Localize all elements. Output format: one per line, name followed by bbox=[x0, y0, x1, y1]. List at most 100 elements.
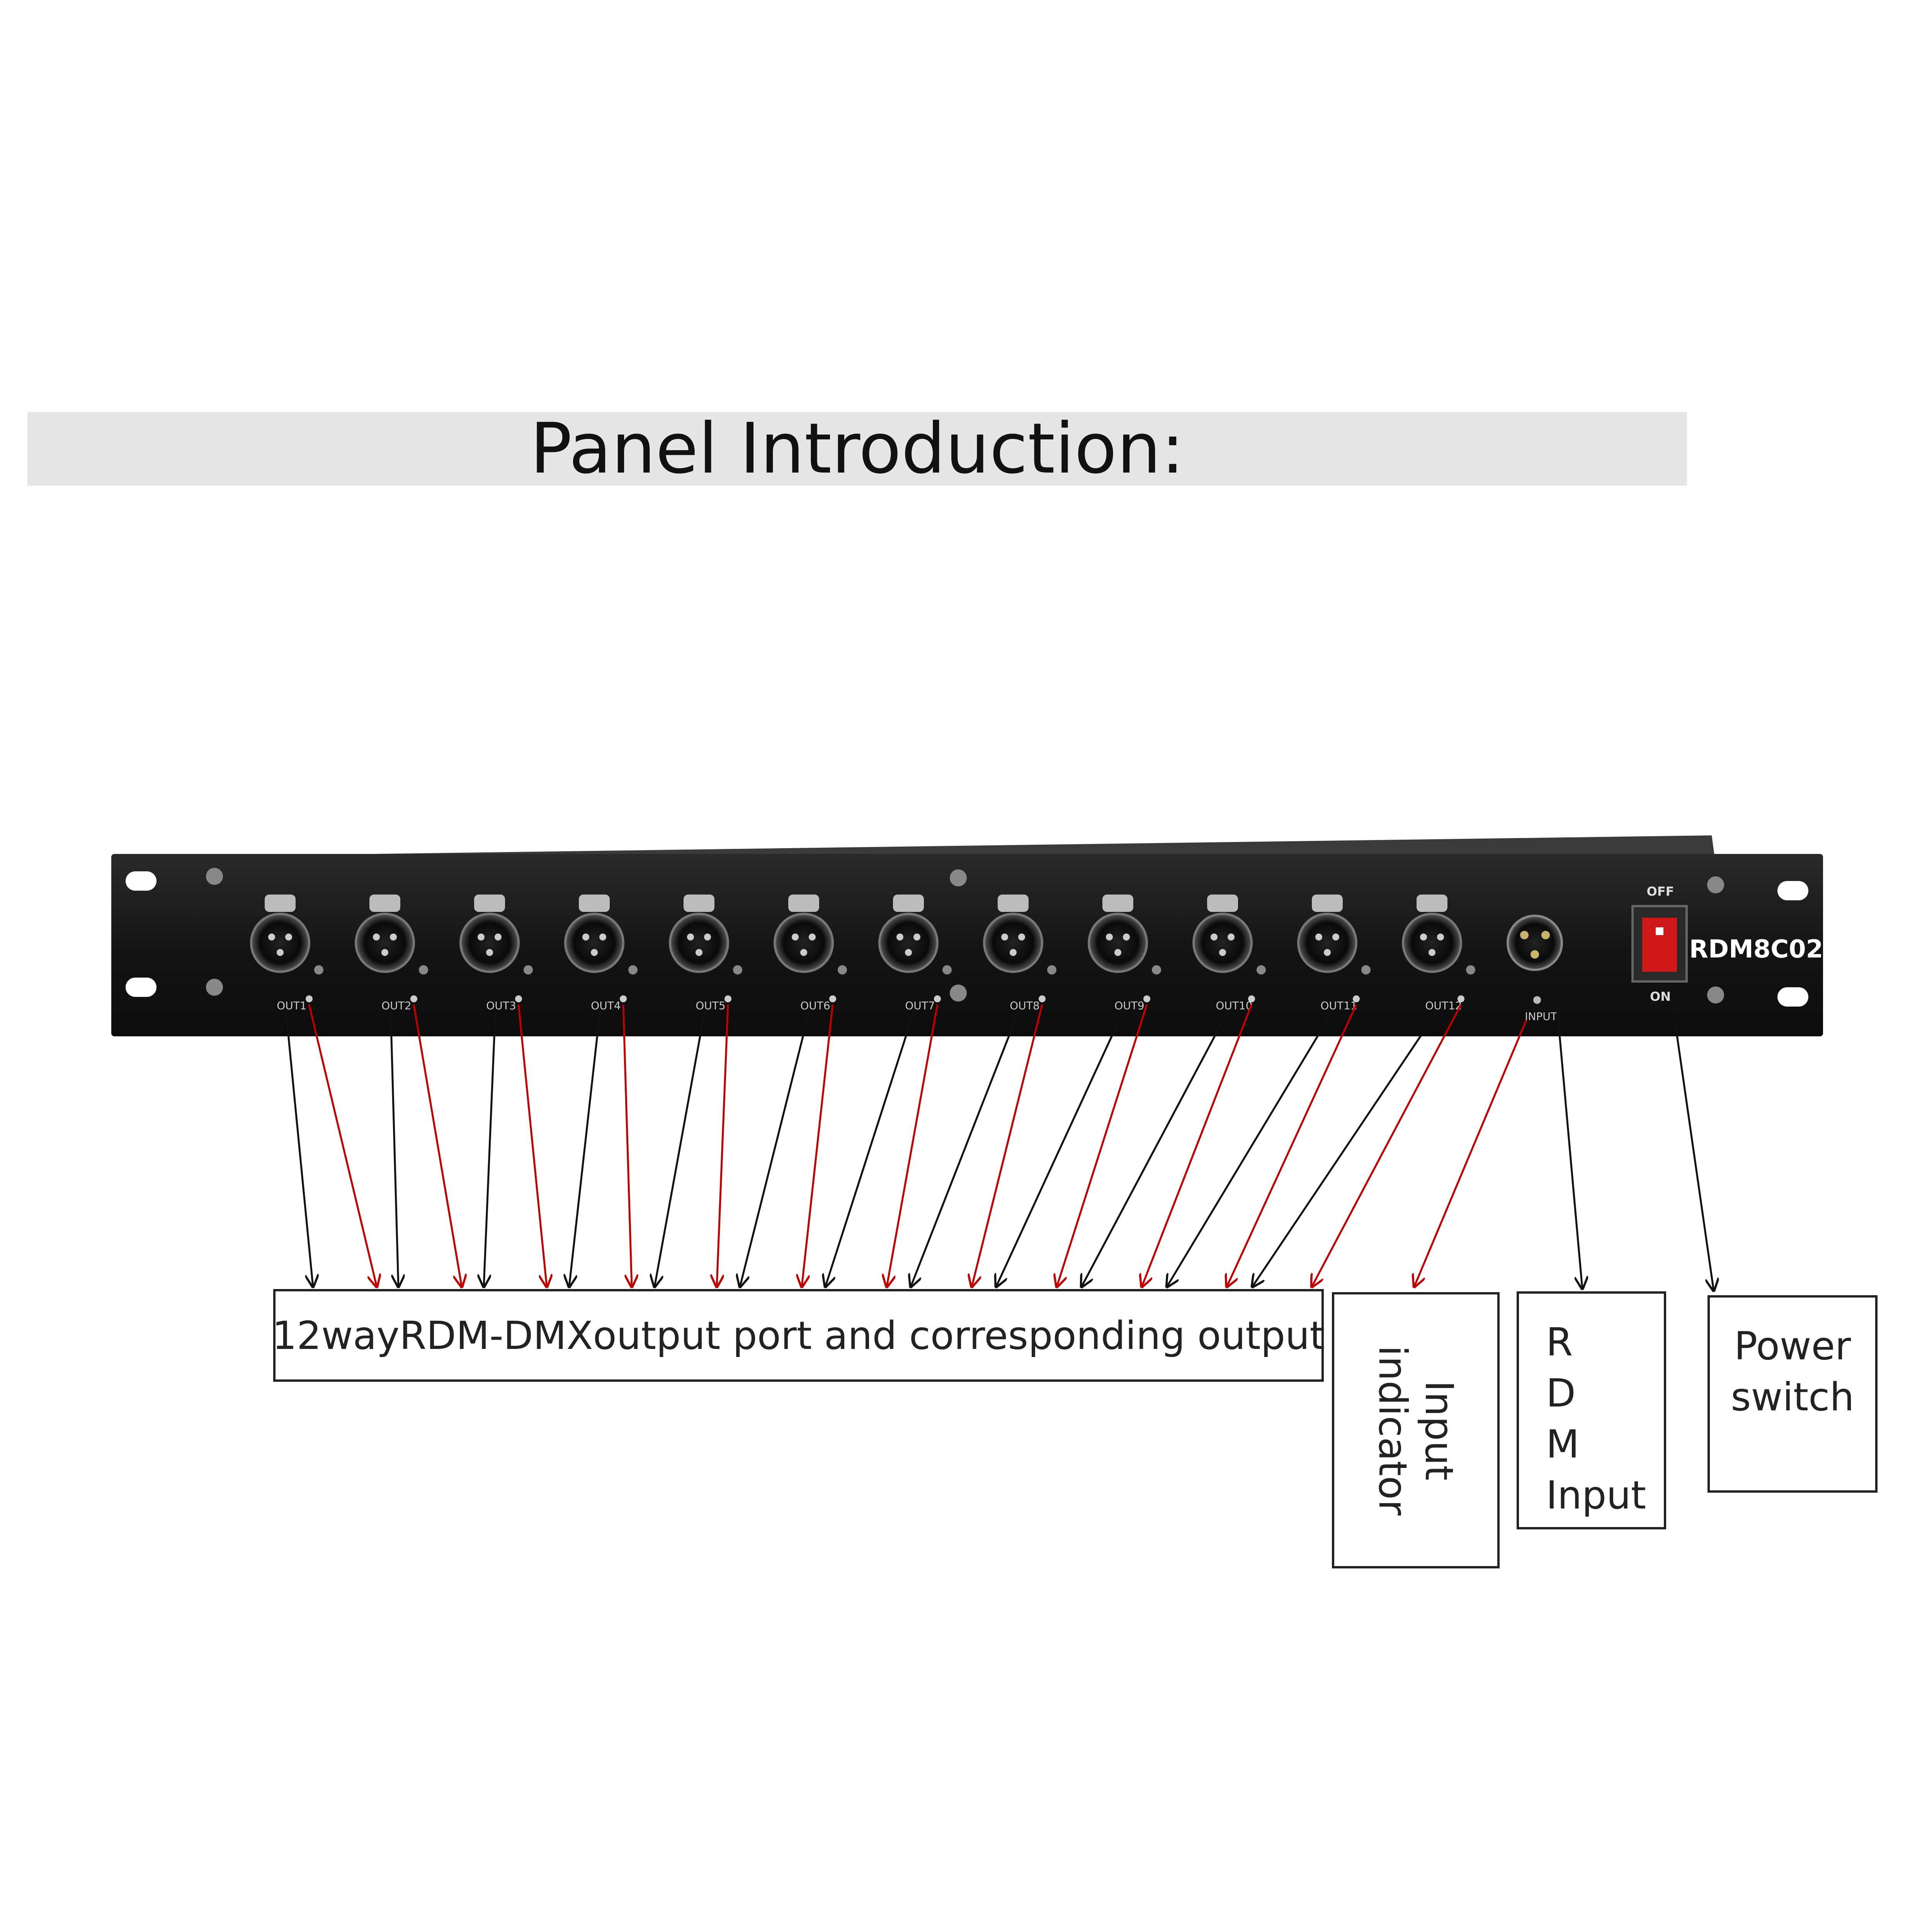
screw-icon bbox=[1047, 965, 1056, 975]
pin-hole-icon bbox=[1324, 949, 1331, 956]
callout-line: indicator bbox=[1370, 1345, 1415, 1515]
output-indicator-led bbox=[410, 995, 417, 1002]
outputs-callout-box: 12wayRDM-DMXoutput port and correspondin… bbox=[272, 1289, 1325, 1382]
power-switch-arrow bbox=[1672, 1008, 1714, 1291]
xlr-female-icon bbox=[983, 913, 1043, 973]
latch-icon bbox=[1207, 895, 1238, 912]
screw-icon bbox=[1466, 965, 1475, 975]
pin-hole-icon bbox=[792, 934, 799, 940]
xlr-female-icon bbox=[878, 913, 939, 973]
latch-icon bbox=[998, 895, 1029, 912]
screw-icon bbox=[950, 985, 967, 1002]
xlr-female-icon bbox=[1297, 913, 1357, 973]
output-indicator-led bbox=[934, 995, 941, 1002]
title-bar bbox=[27, 412, 1687, 486]
callout-arrows bbox=[285, 1004, 1714, 1291]
pin-icon bbox=[1520, 931, 1529, 939]
output-indicator-led bbox=[306, 995, 313, 1002]
pin-hole-icon bbox=[696, 949, 702, 956]
output-port-label: OUT8 bbox=[1010, 999, 1039, 1012]
pin-icon bbox=[1531, 950, 1539, 959]
pin-hole-icon bbox=[1010, 949, 1017, 956]
pin-hole-icon bbox=[809, 934, 816, 940]
output-port-label: OUT7 bbox=[905, 999, 935, 1012]
latch-icon bbox=[369, 895, 400, 912]
port-arrow bbox=[740, 1010, 811, 1287]
rack-slot-bottom-left bbox=[126, 978, 156, 997]
output-port: OUT4 bbox=[564, 895, 638, 1012]
indicator-arrow bbox=[802, 1004, 834, 1287]
rdm-input-callout-box: R D M Input bbox=[1517, 1291, 1666, 1529]
xlr-female-icon bbox=[774, 913, 834, 973]
output-port: OUT2 bbox=[355, 895, 428, 1012]
output-port: OUT7 bbox=[878, 895, 952, 1012]
pin-hole-icon bbox=[800, 949, 807, 956]
pin-hole-icon bbox=[390, 934, 397, 940]
xlr-female-icon bbox=[1088, 913, 1148, 973]
pin-hole-icon bbox=[591, 949, 598, 956]
callout-line: M bbox=[1546, 1422, 1580, 1467]
pin-hole-icon bbox=[277, 949, 284, 956]
pin-hole-icon bbox=[1114, 949, 1121, 956]
output-port: OUT3 bbox=[459, 895, 533, 1012]
pin-hole-icon bbox=[905, 949, 912, 956]
output-port-label: OUT1 bbox=[277, 999, 306, 1012]
output-port: OUT12 bbox=[1402, 895, 1475, 1012]
latch-icon bbox=[893, 895, 924, 912]
port-arrow bbox=[285, 1010, 313, 1287]
indicator-arrow bbox=[1227, 1004, 1357, 1287]
pin-hole-icon bbox=[1219, 949, 1226, 956]
input-indicator-callout-text: Input indicator bbox=[1369, 1315, 1462, 1546]
pin-hole-icon bbox=[1315, 934, 1322, 940]
screw-icon bbox=[733, 965, 742, 975]
latch-icon bbox=[1102, 895, 1133, 912]
output-port: OUT6 bbox=[774, 895, 847, 1012]
pin-hole-icon bbox=[704, 934, 711, 940]
power-switch[interactable]: OFF ON bbox=[1631, 884, 1688, 1004]
screw-icon bbox=[838, 965, 847, 975]
xlr-female-icon bbox=[669, 913, 729, 973]
output-port: OUT10 bbox=[1192, 895, 1266, 1012]
callout-line: switch bbox=[1731, 1374, 1854, 1420]
output-port-label: OUT5 bbox=[696, 999, 725, 1012]
power-switch-callout-box: Power switch bbox=[1708, 1295, 1878, 1493]
latch-icon bbox=[1312, 895, 1343, 912]
output-port-label: OUT9 bbox=[1114, 999, 1144, 1012]
output-indicator-led bbox=[620, 995, 627, 1002]
port-arrow bbox=[655, 1010, 706, 1287]
switch-rocker[interactable] bbox=[1642, 918, 1677, 972]
xlr-female-icon bbox=[355, 913, 415, 973]
screw-icon bbox=[419, 965, 428, 975]
indicator-arrow bbox=[1057, 1004, 1148, 1287]
input-port: INPUT bbox=[1507, 915, 1563, 1023]
indicator-arrow bbox=[972, 1004, 1043, 1287]
pin-hole-icon bbox=[1332, 934, 1339, 940]
screw-icon bbox=[942, 965, 952, 975]
latch-icon bbox=[684, 895, 714, 912]
pin-hole-icon bbox=[1106, 934, 1113, 940]
output-port-label: OUT10 bbox=[1216, 999, 1252, 1012]
pin-hole-icon bbox=[486, 949, 493, 956]
latch-icon bbox=[788, 895, 819, 912]
input-port-label: INPUT bbox=[1525, 1010, 1558, 1023]
output-port-label: OUT11 bbox=[1320, 999, 1357, 1012]
callout-line: R bbox=[1546, 1320, 1573, 1365]
pin-hole-icon bbox=[896, 934, 903, 940]
port-arrow bbox=[1167, 1010, 1334, 1287]
pin-hole-icon bbox=[381, 949, 388, 956]
screw-icon bbox=[1152, 965, 1161, 975]
port-arrow bbox=[825, 1010, 915, 1287]
port-arrow bbox=[1252, 1010, 1439, 1287]
callout-line: Power bbox=[1734, 1323, 1851, 1369]
latch-icon bbox=[579, 895, 610, 912]
xlr-female-icon bbox=[250, 913, 310, 973]
output-port: OUT5 bbox=[669, 895, 742, 1012]
pin-hole-icon bbox=[478, 934, 485, 940]
screw-icon bbox=[206, 868, 223, 885]
model-label: RDM8C02 bbox=[1689, 935, 1823, 964]
latch-icon bbox=[1417, 895, 1447, 912]
input-indicator-led bbox=[1533, 996, 1541, 1004]
